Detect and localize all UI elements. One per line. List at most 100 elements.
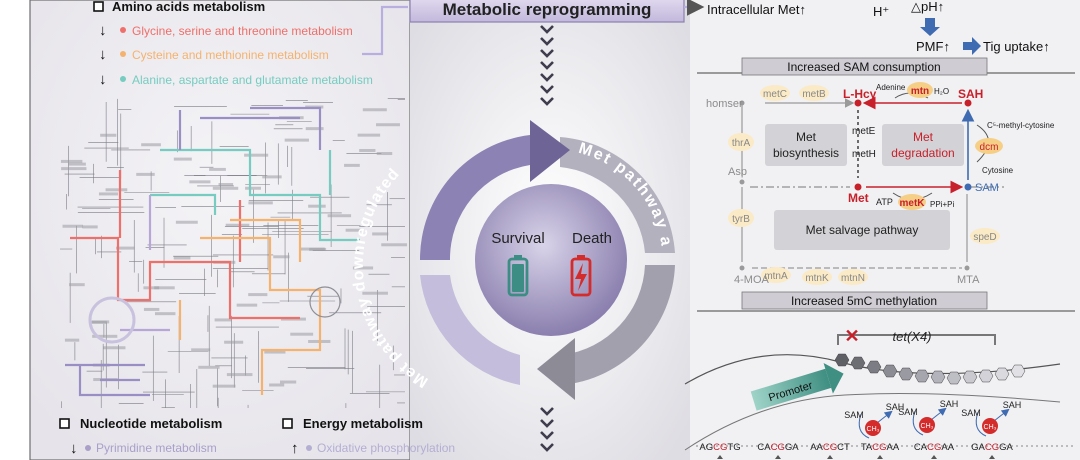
- label-atp: ATP: [876, 197, 893, 207]
- map-label-block: [308, 204, 326, 208]
- map-label-block: [105, 188, 128, 192]
- gene-bead: [962, 370, 978, 384]
- map-label-block: [218, 183, 234, 187]
- methyl-label: CH₃: [867, 426, 880, 433]
- legend-square: [282, 418, 293, 429]
- methyl-transfer-curve: [858, 413, 870, 439]
- sequence-motif: TACGAA: [861, 442, 900, 453]
- methyl-label: CH₃: [921, 423, 934, 430]
- dna-strand-lower: [684, 393, 1061, 451]
- survival-label: Survival: [491, 230, 544, 247]
- label-metH: metH: [852, 149, 876, 160]
- cross-icon: ✕: [844, 326, 859, 346]
- enzyme-thrA: [728, 133, 754, 151]
- legend-square: [59, 418, 70, 429]
- map-label-block: [352, 266, 374, 270]
- cg-site: CG: [771, 442, 785, 453]
- enzyme-mtn: [907, 82, 933, 98]
- sequence-text: GA: [971, 442, 985, 453]
- pathway-alanine: Alanine, aspartate and glutamate metabol…: [132, 73, 373, 87]
- label-ppi: PPi+Pi: [930, 200, 954, 209]
- map-pathway: [178, 106, 322, 150]
- label-moa: 4-MOA: [734, 274, 770, 286]
- arc-bottom-right: [562, 265, 675, 385]
- map-pathway: [120, 195, 170, 332]
- site-marker: [877, 455, 883, 459]
- label-thrA: thrA: [732, 138, 751, 149]
- sequence-text: GA: [999, 442, 1013, 453]
- chevron-icon: [540, 443, 554, 452]
- site-marker: [717, 455, 723, 459]
- chevron-icon: [540, 419, 554, 428]
- cysteine-connector: [362, 5, 408, 56]
- map-pathway: [65, 363, 150, 397]
- site-marker: [775, 455, 781, 459]
- right-arrow-icon: [963, 37, 981, 55]
- map-label-block: [248, 293, 268, 297]
- map-label-block: [212, 186, 239, 190]
- metabolic-map: [60, 98, 408, 408]
- site-marker: [989, 455, 995, 459]
- nucleotide-heading: Nucleotide metabolism: [80, 416, 222, 431]
- map-pathway: [200, 236, 322, 395]
- map-label-block: [64, 338, 80, 342]
- site-marker: [931, 455, 937, 459]
- map-label-block: [245, 186, 261, 190]
- amino-acids-heading: Amino acids metabolism: [112, 0, 265, 14]
- bullet: [306, 445, 312, 451]
- map-cycle: [88, 296, 136, 344]
- label-mtn: mtn: [911, 86, 929, 97]
- bullet: [120, 76, 126, 82]
- methyl-transfer-curve: [975, 411, 987, 437]
- lhcy-node: [854, 99, 862, 107]
- map-label-block: [376, 152, 393, 156]
- sam-heading: Increased SAM consumption: [787, 60, 940, 74]
- sequence-text: CT: [837, 442, 850, 453]
- enzyme-mtnA: [761, 267, 791, 283]
- map-label-block: [143, 307, 160, 311]
- label-sam: SAM: [975, 182, 999, 194]
- h-plus: H⁺: [873, 4, 889, 19]
- map-label-block: [244, 153, 269, 157]
- battery-low-icon: [570, 255, 592, 297]
- cg-site: CG: [985, 442, 999, 453]
- map-pathway: [118, 170, 242, 262]
- methylation-diagram: ✕ tet(X4) Promoter CH₃SAMSAHCH₃SAMSAHCH₃…: [684, 326, 1075, 459]
- sequence-text: CA: [914, 442, 928, 453]
- sah-node: [964, 99, 972, 107]
- map-label-block: [224, 340, 244, 344]
- map-label-block: [98, 192, 119, 196]
- map-label-block: [359, 148, 376, 152]
- map-label-block: [305, 127, 324, 131]
- map-label-block: [154, 312, 176, 316]
- gene-bead: [898, 367, 914, 381]
- sequence-text: GA: [785, 442, 799, 453]
- methyl-transfer-curve: [912, 410, 924, 436]
- cg-site: CG: [927, 442, 941, 453]
- tet-bracket: [837, 334, 996, 345]
- map-label-block: [264, 350, 286, 354]
- biosynthesis-box: [765, 124, 847, 166]
- chevron-line-bottom: [540, 407, 554, 452]
- map-label-block: [344, 163, 360, 167]
- label-cytosine: Cytosine: [982, 166, 1014, 175]
- down-arrow-icon: [920, 18, 940, 36]
- pathway-oxphos: Oxidative phosphorylation: [317, 441, 455, 455]
- sequence-text: CA: [757, 442, 771, 453]
- energy-heading: Energy metabolism: [303, 416, 423, 431]
- figure-title: Metabolic reprogramming: [443, 0, 652, 19]
- gene-bead: [994, 367, 1010, 381]
- legend-square: [93, 1, 104, 12]
- label-sah: SAH: [958, 87, 983, 101]
- map-label-block: [103, 346, 126, 350]
- asp-node: [739, 179, 745, 185]
- map-label-block: [209, 167, 226, 171]
- enzyme-dcm: [975, 138, 1003, 154]
- map-pathway: [70, 236, 300, 320]
- map-pathway: [178, 218, 302, 340]
- enzyme-speD: [970, 228, 1000, 244]
- tet-label: tet(X4): [892, 329, 931, 344]
